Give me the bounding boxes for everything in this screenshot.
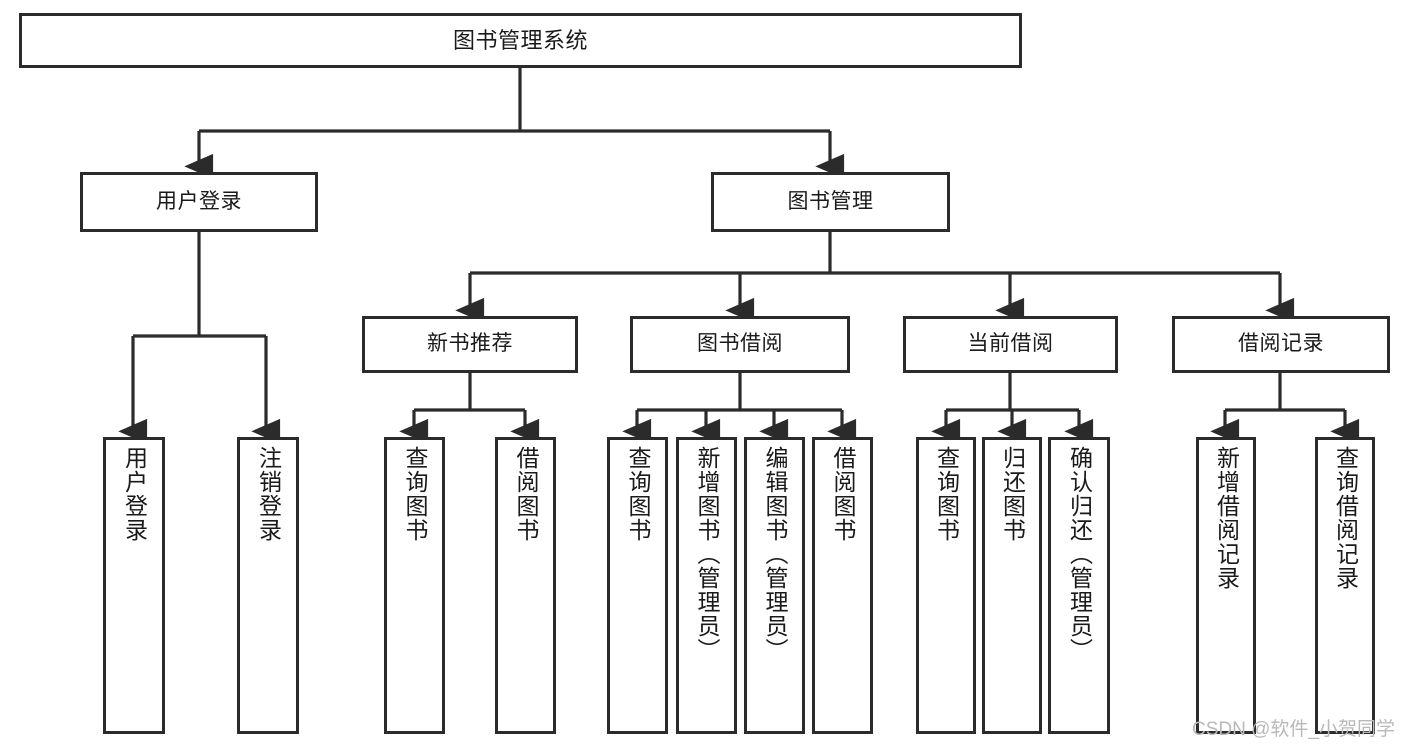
node-label: 借阅图书 xyxy=(513,446,539,542)
node-label: 借阅图书 xyxy=(830,446,856,542)
leaf-current-borrow-query[interactable]: 查询图书 xyxy=(916,437,976,734)
node-user-login[interactable]: 用户登录 xyxy=(80,172,318,232)
node-label: 图书借阅 xyxy=(697,332,783,356)
leaf-borrow-record-query[interactable]: 查询借阅记录 xyxy=(1315,437,1375,734)
node-label: 图书管理 xyxy=(787,189,874,213)
leaf-borrow-record-add[interactable]: 新增借阅记录 xyxy=(1196,437,1256,734)
node-label: 查询借阅记录 xyxy=(1332,446,1359,590)
node-label: 查询图书 xyxy=(625,446,651,542)
node-label: 新书推荐 xyxy=(427,332,513,356)
node-root-system[interactable]: 图书管理系统 xyxy=(19,13,1022,68)
watermark-text: CSDN @软件_小贺同学 xyxy=(1192,719,1395,740)
leaf-user-login-signin[interactable]: 用户登录 xyxy=(103,437,165,734)
leaf-current-borrow-confirm[interactable]: 确认归还（管理员） xyxy=(1048,437,1110,734)
leaf-current-borrow-return[interactable]: 归还图书 xyxy=(982,437,1042,734)
node-label: 注销登录 xyxy=(255,446,282,542)
node-label: 新增借阅记录 xyxy=(1213,446,1240,590)
node-label: 归还图书 xyxy=(999,446,1026,542)
node-book-management[interactable]: 图书管理 xyxy=(711,172,950,232)
node-label: 图书管理系统 xyxy=(452,27,588,53)
node-label: 确认归还（管理员） xyxy=(1066,446,1093,662)
node-book-borrow[interactable]: 图书借阅 xyxy=(630,316,850,373)
node-label: 查询图书 xyxy=(933,446,960,542)
node-new-book-recommend[interactable]: 新书推荐 xyxy=(362,316,578,373)
node-label: 用户登录 xyxy=(121,446,148,542)
node-label: 当前借阅 xyxy=(967,332,1054,356)
leaf-new-book-query[interactable]: 查询图书 xyxy=(384,437,445,734)
leaf-book-borrow-edit[interactable]: 编辑图书（管理员） xyxy=(744,437,805,734)
leaf-new-book-borrow[interactable]: 借阅图书 xyxy=(495,437,556,734)
node-label: 查询图书 xyxy=(402,446,428,542)
leaf-book-borrow-query[interactable]: 查询图书 xyxy=(607,437,668,734)
node-current-borrow[interactable]: 当前借阅 xyxy=(903,316,1118,373)
leaf-user-login-signout[interactable]: 注销登录 xyxy=(237,437,299,734)
leaf-book-borrow-lend[interactable]: 借阅图书 xyxy=(812,437,873,734)
node-label: 用户登录 xyxy=(156,189,242,213)
node-label: 新增图书（管理员） xyxy=(694,446,720,662)
node-label: 编辑图书（管理员） xyxy=(762,446,788,662)
node-borrow-record[interactable]: 借阅记录 xyxy=(1172,316,1390,373)
node-label: 借阅记录 xyxy=(1238,332,1324,356)
leaf-book-borrow-add[interactable]: 新增图书（管理员） xyxy=(676,437,737,734)
